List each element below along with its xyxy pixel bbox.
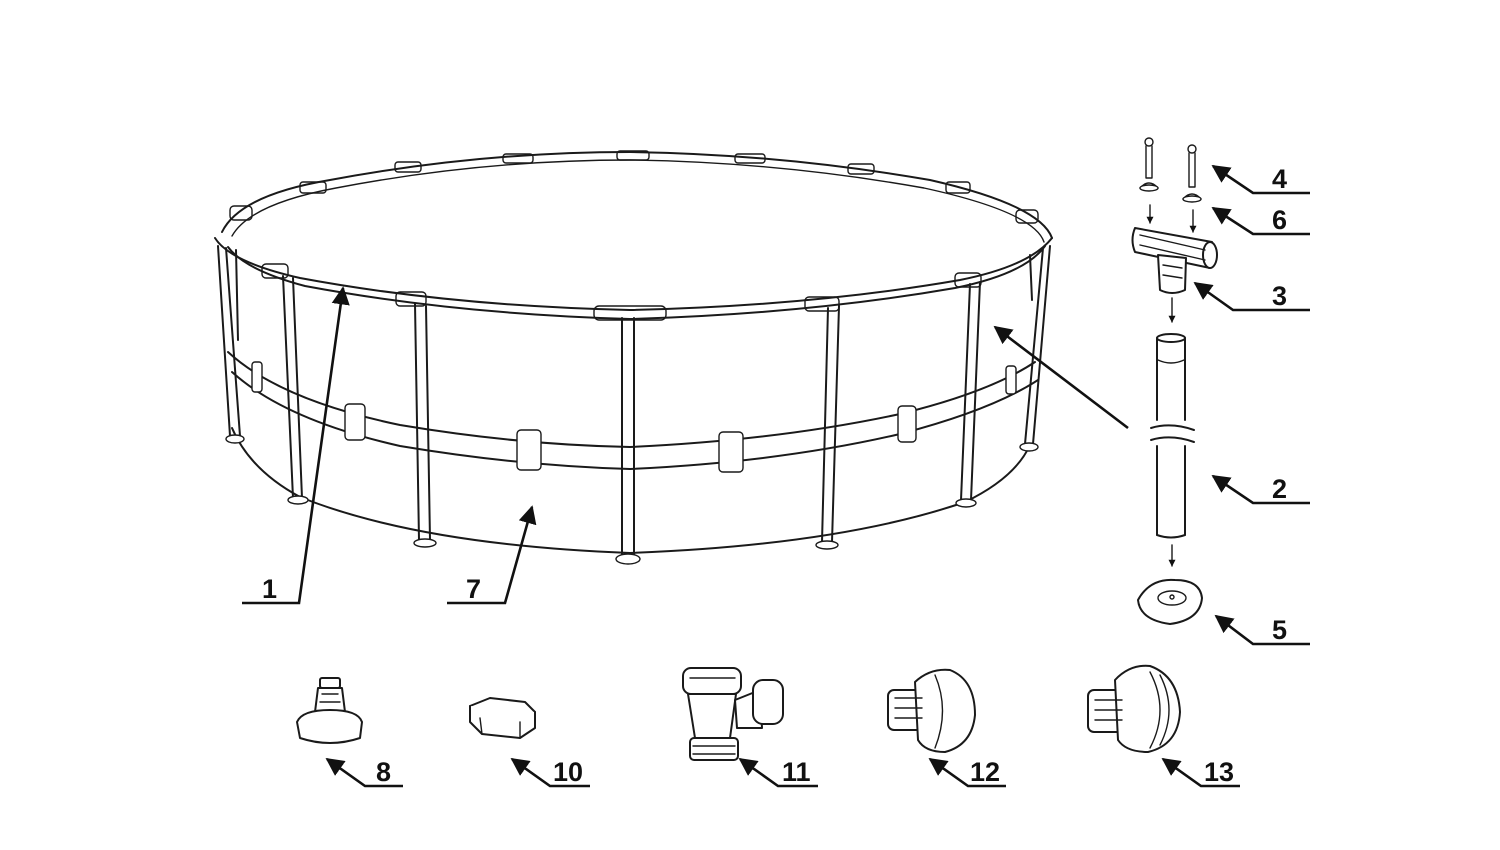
part-label-13: 13: [1161, 757, 1240, 788]
part-label-3: 3: [1193, 281, 1310, 312]
part-number-3: 3: [1272, 281, 1287, 311]
leg-cap-icon: [1137, 578, 1203, 625]
part-number-6: 6: [1272, 205, 1287, 235]
part-label-6: 6: [1211, 205, 1310, 236]
inlet-jet-icon: [1087, 664, 1181, 753]
part-label-10: 10: [510, 757, 590, 788]
part-number-7: 7: [466, 574, 481, 604]
part-label-1: 1: [242, 286, 350, 605]
part-number-2: 2: [1272, 474, 1287, 504]
part-label-11: 11: [738, 757, 818, 788]
part-number-10: 10: [553, 757, 583, 787]
part-number-8: 8: [376, 757, 391, 787]
part-number-11: 11: [782, 757, 811, 787]
part-label-12: 12: [928, 757, 1006, 788]
part-label-7: 7: [447, 505, 537, 605]
part-label-8: 8: [325, 757, 403, 788]
part-number-5: 5: [1272, 615, 1287, 645]
part-number-4: 4: [1272, 164, 1287, 194]
pin-icon: [1144, 137, 1197, 188]
leg-pointer-arrow: [993, 325, 1129, 430]
part-label-4: 4: [1211, 164, 1310, 195]
vertical-leg-icon: [1150, 333, 1195, 539]
part-number-12: 12: [970, 757, 1000, 787]
drain-plug-icon: [469, 697, 536, 739]
part-number-1: 1: [262, 574, 277, 604]
part-label-2: 2: [1211, 474, 1310, 505]
drain-connector-icon: [296, 677, 363, 744]
seal-icon: [1139, 182, 1202, 203]
strainer-connector-icon: [887, 668, 976, 753]
part-number-13: 13: [1204, 757, 1234, 787]
part-label-5: 5: [1214, 614, 1310, 646]
t-joint-icon: [1131, 227, 1218, 294]
plunger-valve-icon: [682, 667, 784, 761]
pool-illustration: [214, 150, 1053, 565]
